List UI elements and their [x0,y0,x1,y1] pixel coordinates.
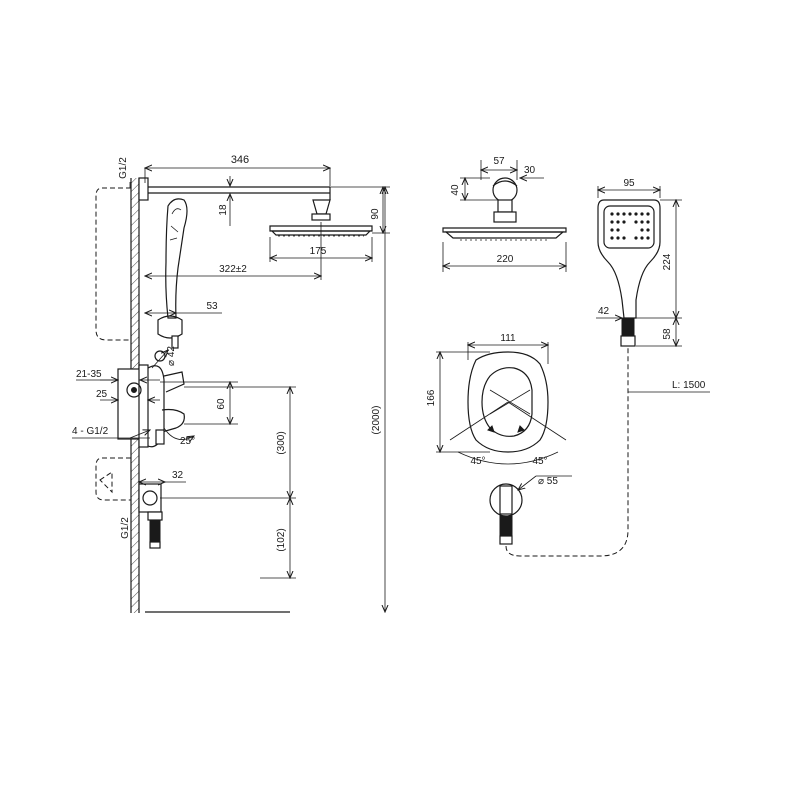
rain-shower-head [269,225,373,237]
dim-arm-projection: 322±2 [219,264,247,275]
dim-arm-drop: 18 [218,204,229,216]
dim-holder-offset: 53 [206,301,218,312]
dim-handle-height: 60 [216,398,227,410]
dim-upper-span: (300) [276,431,287,454]
dim-mount-depth: 30 [524,165,536,176]
dim-wall-depth: 21-35 [76,369,102,380]
dim-mount-width: 57 [493,156,505,167]
dim-inlets: 4 - G1/2 [72,426,109,437]
dim-handle-angle: 25° [180,436,195,447]
dim-diverter-dia: ⌀ 42 [166,346,177,366]
concealed-pipe-top [95,187,131,341]
dim-plate-depth: 25 [96,389,108,400]
label-inlet-bottom: G1/2 [120,517,131,539]
rain-head-front-view: 57 30 40 220 [443,156,566,272]
dim-arm-length: 346 [231,154,249,166]
mixer-body-side [117,364,185,448]
dim-rotation-right: 45° [532,456,547,467]
dim-rain-head-width: 175 [310,246,327,257]
mixer-plate-front-view: 111 166 45° 45° [426,333,567,467]
side-view: 346 18 90 175 322±2 53 ⌀ 42 21-35 25 60 [72,154,390,613]
wall-outlet-front-view: ⌀ 55 [489,475,572,545]
dim-top-head-width: 220 [497,254,514,265]
hand-shower-front-view: 95 224 58 42 [596,178,682,346]
hose: L: 1500 [505,346,710,557]
dim-hand-head-width: 95 [623,178,635,189]
dim-hand-base: 58 [662,328,673,340]
wall-outlet-elbow [138,483,163,549]
dim-head-offset: 90 [370,208,381,220]
dim-hand-length: 224 [662,253,673,270]
dim-lower-span: (102) [276,528,287,551]
shower-arm [138,177,331,221]
dim-plate-width: 111 [500,333,516,344]
dim-plate-height: 166 [426,389,437,406]
dim-rotation-left: 45° [470,456,485,467]
concealed-pipe-bottom [95,457,131,501]
dim-elbow-depth: 32 [172,470,184,481]
dim-hand-neck: 42 [598,306,610,317]
dim-hose-length: L: 1500 [672,380,706,391]
dim-mount-height: 40 [450,184,461,196]
dim-outlet-dia: ⌀ 55 [538,476,558,487]
label-inlet-top: G1/2 [118,157,129,179]
dim-total-height: (2000) [371,406,382,435]
hand-shower-side [154,198,188,362]
